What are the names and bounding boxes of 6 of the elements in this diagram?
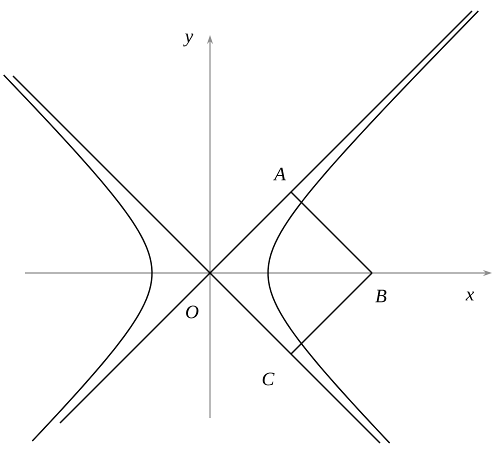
axis-label: x [466,292,474,300]
axis-label: y [183,34,194,46]
point-label: A [273,168,286,180]
point-label: B [375,290,386,302]
point-label: C [262,372,274,386]
point-label: O [186,306,198,318]
